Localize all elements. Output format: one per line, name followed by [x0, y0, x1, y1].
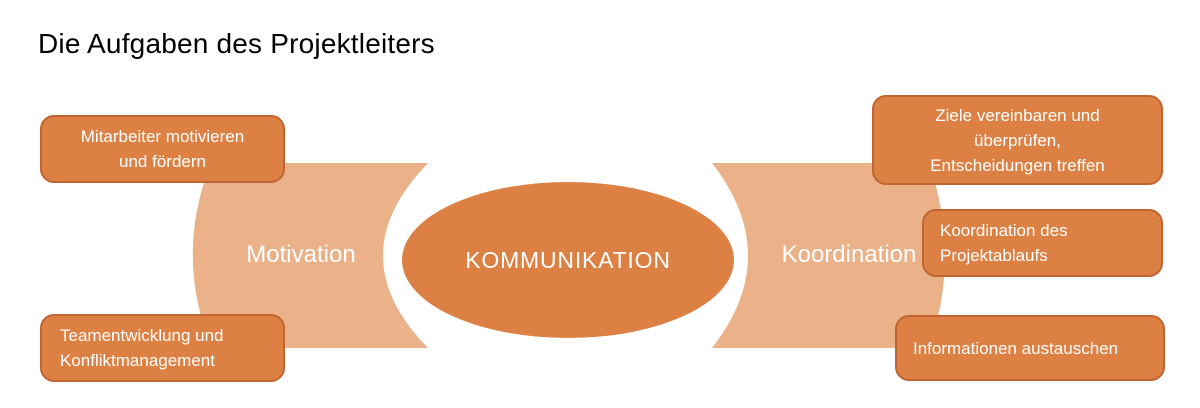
task-box-label: Mitarbeiter motivieren und fördern: [80, 127, 245, 171]
task-box-label: Teamentwicklung und Konfliktmanagement: [60, 326, 224, 370]
task-box-teamentwicklung: Teamentwicklung und Konfliktmanagement: [40, 314, 285, 382]
task-box-label: Informationen austauschen: [913, 338, 1119, 358]
task-box-koordination-projektablauf: Koordination des Projektablaufs: [922, 209, 1163, 277]
task-box-mitarbeiter-motivieren: Mitarbeiter motivieren und fördern: [40, 115, 285, 183]
task-box-label: Ziele vereinbaren und überprüfen, Entsch…: [930, 105, 1105, 175]
task-box-informationen-austauschen: Informationen austauschen: [895, 315, 1165, 381]
task-box-ziele-vereinbaren: Ziele vereinbaren und überprüfen, Entsch…: [872, 95, 1163, 185]
motivation-band-shape: [192, 163, 428, 348]
slide-title: Die Aufgaben des Projektleiters: [38, 28, 435, 59]
motivation-label: Motivation: [246, 241, 356, 268]
koordination-label: Koordination: [781, 241, 917, 268]
kommunikation-ellipse: KOMMUNIKATION: [402, 182, 734, 338]
task-box-label: Koordination des Projektablaufs: [940, 221, 1068, 265]
koordination-band-shape: [712, 163, 945, 348]
kommunikation-label: KOMMUNIKATION: [465, 246, 671, 273]
